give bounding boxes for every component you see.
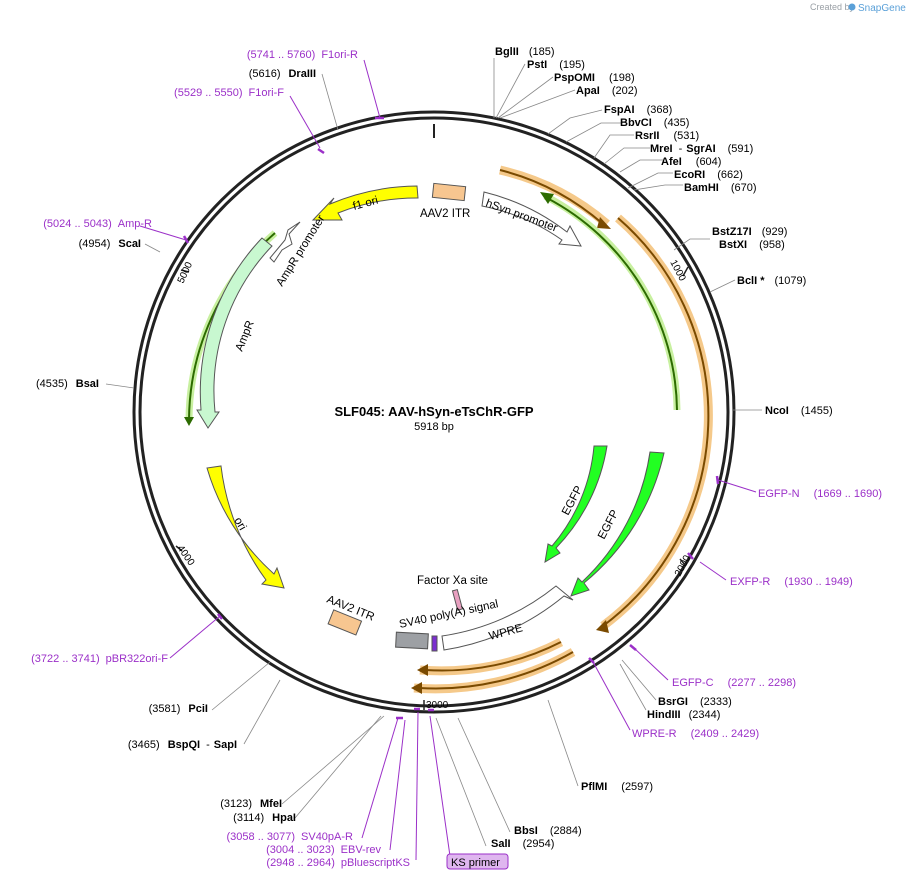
leader-lines [105,58,762,847]
site-mfei: (3123)MfeI [220,798,282,810]
site-bstz17i: BstZ17I(929) [712,226,787,238]
site-sali: SalI(2954) [491,838,554,850]
arrowhead-left-green [184,417,194,426]
site-hindiii: HindIII(2344) [647,709,720,721]
site-fspai: FspAI(368) [604,104,672,116]
feature-factor-xa-site [451,588,464,611]
feature-f1-ori [311,185,419,221]
feature-ampr [196,237,273,429]
feature-egfp-1 [544,445,608,563]
primer-marks [182,116,720,720]
primer-ebv-rev: (3004 .. 3023)EBV-rev [266,844,381,856]
primer-pbluescriptks: (2948 .. 2964)pBluescriptKS [266,857,410,869]
feature-aav2-itr-top-label: AAV2 ITR [420,208,470,220]
site-pspomi: PspOMI(198) [554,72,635,84]
site-draiii: (5616)DraIII [249,68,316,80]
site-bglii: BglII(185) [495,46,555,58]
primer-f1ori-f: (5529 .. 5550)F1ori-F [174,87,284,99]
arrowhead-bottom1 [417,664,428,676]
feature-egfp-2-label: EGFP [596,508,621,542]
site-scai: (4954)ScaI [79,238,141,250]
primer-amp-r: (5024 .. 5043)Amp-R [43,218,152,230]
primer-exfp-r: EXFP-R(1930 .. 1949) [730,576,853,588]
feature-ampr-label: AmpR [234,319,257,353]
site-bspqi-sapi: (3465)BspQI-SapI [128,739,237,751]
highlight-arc-inner [543,192,681,411]
site-rsrii: RsrII(531) [635,130,699,142]
tick-marks [175,266,689,710]
feature-ori-label: ori [231,516,248,533]
plasmid-length: 5918 bp [414,421,454,433]
feature-egfp-2 [570,451,665,597]
primer-leaders [139,59,757,861]
arc-bottom1 [424,641,562,672]
site-apai: ApaI(202) [576,85,638,97]
arrowhead-top-orange [597,217,611,229]
feature-hsyn-promoter [481,191,582,247]
site-mrei-sgrai: MreI-SgrAI(591) [650,143,753,155]
site-bcli: BclI *(1079) [737,275,806,287]
plasmid-title: SLF045: AAV-hSyn-eTsChR-GFP [334,404,533,419]
site-bsrgi: BsrGI(2333) [658,696,732,708]
tick-3000: 3000 [426,700,449,711]
site-ecori: EcoRI(662) [674,169,743,181]
site-bamhi: BamHI(670) [684,182,757,194]
primer-egfp-n: EGFP-N(1669 .. 1690) [758,488,882,500]
site-bstxi: BstXI(958) [719,239,785,251]
feature-ampr-promoter [269,221,301,263]
feature-aav2-itr-bottom [327,609,363,636]
site-bbsi: BbsI(2884) [514,825,582,837]
primer-f1ori-r: (5741 .. 5760)F1ori-R [247,49,358,61]
feature-ampr-promoter-label: AmpR promoter [274,213,327,288]
primer-pbr322ori-f: (3722 .. 3741)pBR322ori-F [31,653,168,665]
site-bbvci: BbvCI(435) [620,117,689,129]
snapgene-logo-icon [848,3,856,11]
site-psti: PstI(195) [527,59,585,71]
site-pcii: (3581)PciI [149,703,208,715]
backbone-inner [138,116,730,708]
arc-bottom2 [418,651,574,690]
site-ncoi: NcoI(1455) [765,405,833,417]
arrowhead-inner-green [540,192,554,204]
feature-small-purple [431,635,438,652]
feature-sv40-polya [395,631,429,650]
site-hpai: (3114)HpaI [233,812,296,824]
feature-ori [206,465,285,589]
credit-text: Created by [810,2,855,12]
site-bsai: (4535)BsaI [36,378,99,390]
site-pflmi: PflMI(2597) [581,781,653,793]
feature-factor-xa-label: Factor Xa site [417,575,488,587]
primer-egfp-c: EGFP-C(2277 .. 2298) [672,677,796,689]
primer-wpre-r: WPRE-R(2409 .. 2429) [632,728,759,740]
backbone-outer [132,110,736,714]
snapgene-brand-text: SnapGene [858,3,906,14]
arc-dark-top [499,169,604,225]
feature-aav2-itr-top [431,182,467,202]
primer-ks-box [446,853,509,870]
primer-sv40pa-r: (3058 .. 3077)SV40pA-R [227,831,354,843]
arc-inner-dark [546,197,678,411]
arc-dark-right [602,217,710,627]
arrowhead-bottom2 [411,682,422,694]
site-afei: AfeI(604) [661,156,721,168]
feature-wpre [441,585,574,651]
arrowhead-right-orange [596,620,609,633]
primer-ks-label: KS primer [451,857,500,869]
